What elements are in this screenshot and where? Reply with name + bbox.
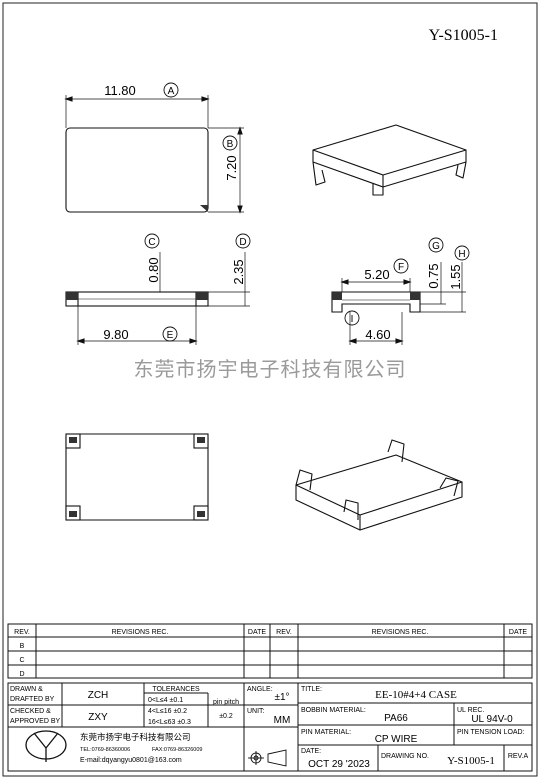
marker-d — [235, 233, 251, 249]
pin-material-value: CP WIRE — [375, 734, 418, 745]
company-tel: TEL:0769-86360006 — [80, 747, 130, 753]
date-col-header-left: DATE — [248, 629, 266, 636]
unit-label: UNIT: — [247, 708, 265, 715]
doc-number-top: Y-S1005-1 — [429, 27, 498, 44]
marker-h-label: H — [458, 249, 465, 260]
isometric-view-bottom — [295, 439, 463, 531]
pin-pitch-value: ±0.2 — [219, 713, 233, 720]
marker-h — [454, 245, 470, 261]
date-label: DATE: — [301, 748, 321, 755]
checked-label-1: CHECKED & — [10, 708, 51, 715]
marker-b-label: B — [227, 139, 234, 150]
tolerances-label: TOLERANCES — [152, 686, 200, 693]
tol-3: 16<L≤63 ±0.3 — [148, 719, 191, 726]
side-view-right — [331, 262, 466, 345]
angle-value: ±1° — [274, 692, 289, 703]
date-value: OCT 29 '2023 — [308, 759, 370, 770]
company-logo — [25, 730, 67, 762]
drawing-no-value: Y-S1005-1 — [447, 755, 495, 767]
dim-e: 9.80 — [103, 327, 128, 342]
bottom-view — [65, 433, 209, 521]
marker-b — [222, 135, 238, 151]
marker-i — [344, 310, 360, 326]
dim-i: 4.60 — [365, 327, 390, 342]
marker-d-label: D — [239, 237, 246, 248]
dim-c: 0.80 — [146, 257, 161, 282]
pin-material-label: PIN MATERIAL: — [301, 729, 351, 736]
side-view-left — [65, 252, 250, 345]
tol-1: 0<L≤4 ±0.1 — [148, 697, 183, 704]
marker-a-label: A — [168, 86, 175, 97]
watermark-text: 东莞市扬宇电子科技有限公司 — [134, 358, 407, 381]
marker-f-label: F — [398, 262, 404, 273]
ul-rec-label: UL REC. — [457, 707, 484, 714]
title-label: TITLE: — [301, 686, 322, 693]
marker-a — [163, 82, 179, 98]
marker-e-label: E — [167, 330, 174, 341]
revisions-col-header-right: REVISIONS REC. — [372, 629, 429, 636]
rev-row-c: C — [19, 657, 24, 664]
marker-c — [144, 233, 160, 249]
drawing-no-label: DRAWING NO. — [381, 753, 429, 760]
marker-i-label: I — [351, 314, 354, 325]
ul-rec-value: UL 94V-0 — [471, 714, 513, 725]
dim-h: 1.55 — [448, 264, 463, 289]
dim-g: 0.75 — [426, 263, 441, 288]
pin-pitch-label: pin pitch — [213, 699, 239, 706]
marker-g — [428, 237, 444, 253]
projection-symbol-icon — [248, 749, 287, 767]
marker-f — [393, 258, 409, 274]
title-block-grid — [7, 682, 533, 772]
company-email: E-mail:dqyangyu0801@163.com — [80, 757, 182, 764]
pin-tension-label: PIN TENSION LOAD: — [457, 729, 525, 736]
dim-width-side: 7.20 — [224, 155, 239, 180]
revisions-col-header-left: REVISIONS REC. — [112, 629, 169, 636]
rev-row-b: B — [20, 643, 25, 650]
bobbin-material-label: BOBBIN MATERIAL: — [301, 707, 366, 714]
marker-c-label: C — [148, 237, 155, 248]
rev-row-d: D — [19, 671, 24, 678]
angle-label: ANGLE: — [247, 686, 273, 693]
drawn-by-value: ZCH — [88, 690, 109, 701]
rev-col-header-right: REV. — [276, 629, 292, 636]
checked-by-value: ZXY — [88, 712, 108, 723]
company-name: 东莞市扬宇电子科技有限公司 — [80, 732, 191, 742]
tol-2: 4<L≤16 ±0.2 — [148, 708, 187, 715]
revisions-table — [7, 623, 533, 679]
isometric-view-top — [312, 124, 467, 196]
company-fax: FAX:0769-86326009 — [152, 747, 202, 753]
drawn-by-label-1: DRAWN & — [10, 686, 43, 693]
unit-value: MM — [274, 715, 291, 726]
drawn-by-label-2: DRAFTED BY — [10, 696, 55, 703]
dim-f: 5.20 — [364, 267, 389, 282]
date-col-header-right: DATE — [509, 629, 527, 636]
checked-label-2: APPROVED BY — [10, 718, 61, 725]
rev-col-header-left: REV. — [14, 629, 30, 636]
top-view — [64, 95, 244, 214]
title-value: EE-10#4+4 CASE — [375, 689, 457, 701]
dim-length-top: 11.80 — [104, 83, 136, 98]
bobbin-material-value: PA66 — [384, 713, 408, 724]
rev-a-label: REV.A — [508, 753, 529, 760]
marker-g-label: G — [432, 241, 440, 252]
marker-e — [162, 326, 178, 342]
dim-d: 2.35 — [231, 259, 246, 284]
